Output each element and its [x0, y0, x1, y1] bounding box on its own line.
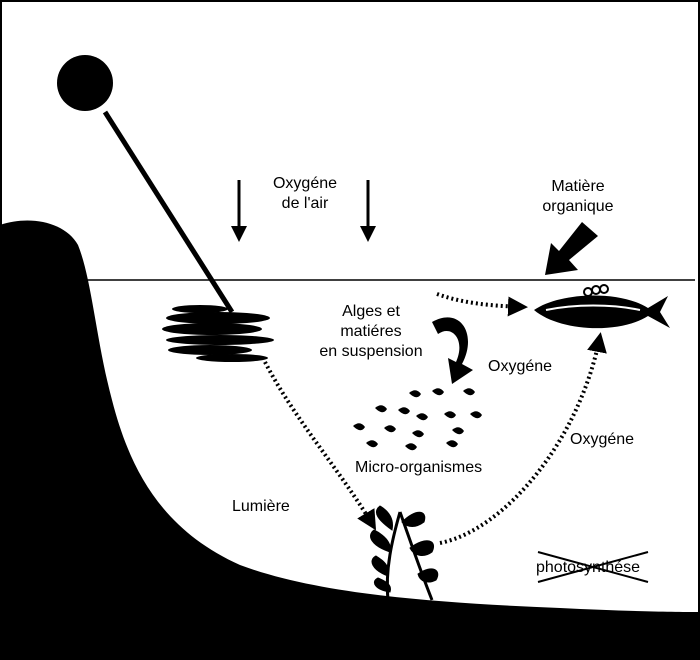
fish-icon — [534, 285, 670, 328]
label-organic-line2: organique — [530, 197, 626, 217]
label-oxygen-1: Oxygéne — [488, 357, 552, 377]
label-light: Lumière — [232, 497, 290, 517]
algae-oxygen-arrow — [432, 317, 473, 384]
algae-to-fish-arrow — [437, 294, 524, 307]
label-algae-line1: Alges et — [306, 302, 436, 322]
label-organic-matter: Matière organique — [530, 177, 626, 217]
label-oxygen-air-line2: de l'air — [255, 194, 355, 214]
label-organic-line1: Matière — [530, 177, 626, 197]
label-microorganisms: Micro-organismes — [355, 458, 482, 478]
label-algae-line3: en suspension — [306, 342, 436, 362]
sun-ray — [105, 112, 232, 312]
micro-organism-icon — [353, 388, 482, 450]
label-oxygen-air: Oxygéne de l'air — [255, 174, 355, 214]
label-photosynthesis: photosynthése — [536, 558, 640, 578]
algae-icon — [162, 305, 274, 362]
organic-matter-arrow — [545, 222, 598, 275]
sun-icon — [57, 55, 113, 111]
label-oxygen-air-line1: Oxygéne — [255, 174, 355, 194]
label-algae: Alges et matiéres en suspension — [306, 302, 436, 362]
aquatic-plant-icon — [371, 506, 438, 600]
label-oxygen-2: Oxygéne — [570, 430, 634, 450]
label-algae-line2: matiéres — [306, 322, 436, 342]
